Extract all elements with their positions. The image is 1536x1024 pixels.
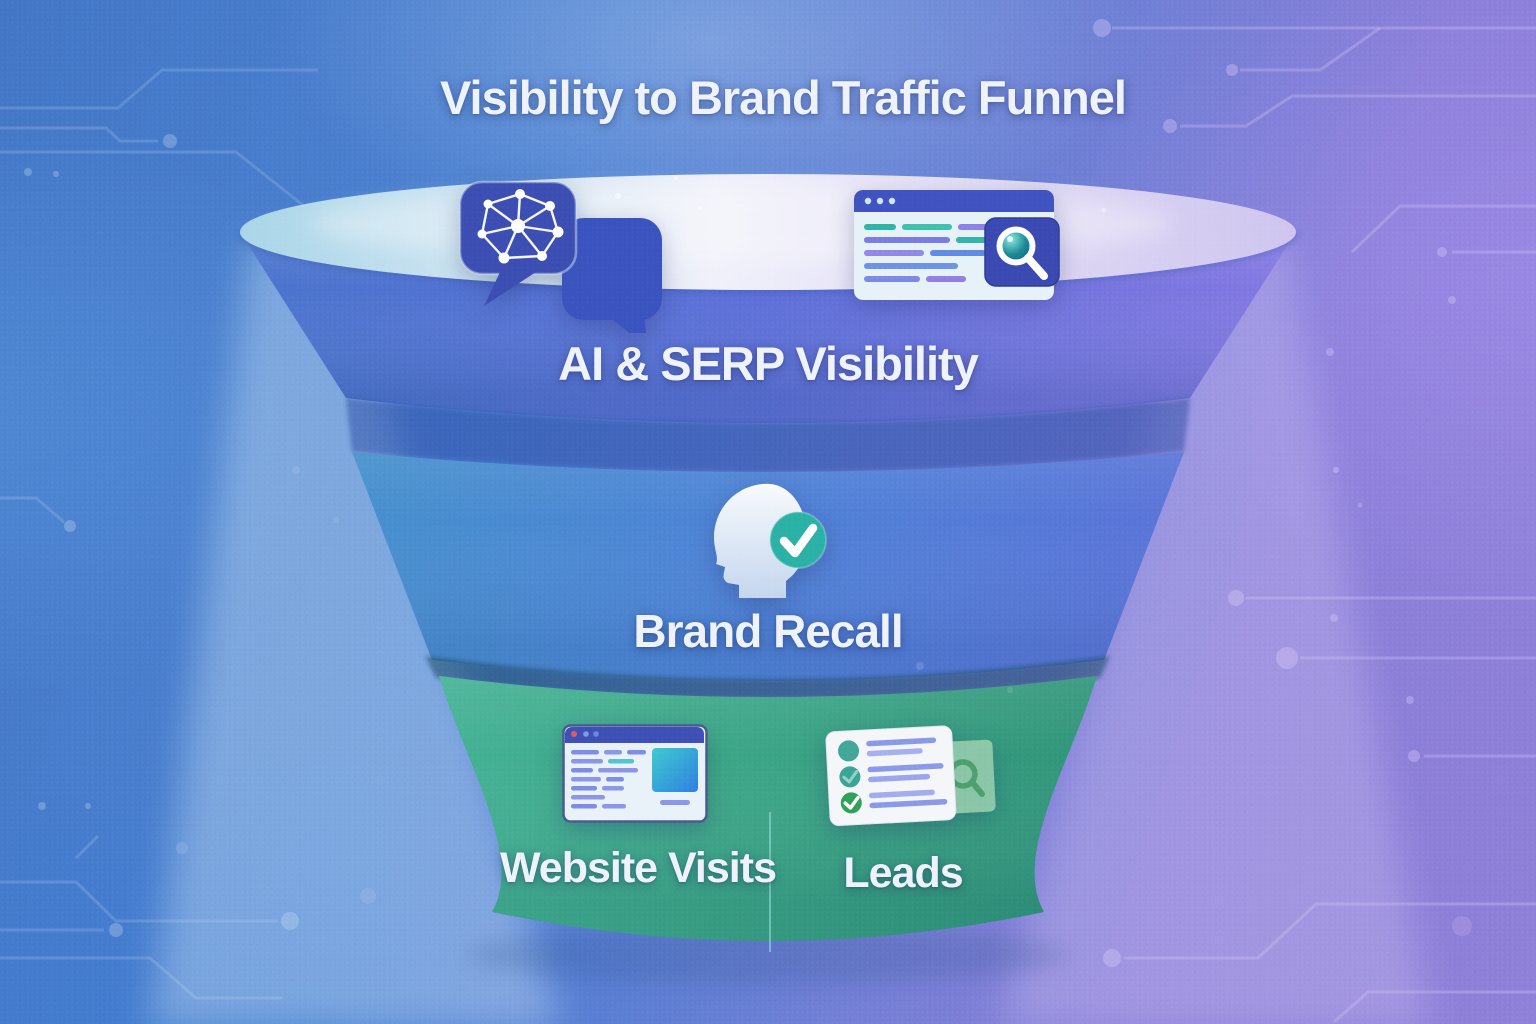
front-chat-bubble <box>458 180 578 306</box>
funnel-stage1-shade <box>240 232 1296 423</box>
check-mark <box>779 523 818 558</box>
window-dots <box>571 731 599 737</box>
network-nodes <box>477 189 564 264</box>
window-dots <box>864 197 896 205</box>
leads-card-icon <box>825 725 996 827</box>
hero-image-block <box>652 748 698 792</box>
stage2-label: Brand Recall <box>633 605 903 657</box>
checklist-bullets <box>838 740 862 814</box>
stage1-label: AI & SERP Visibility <box>558 337 979 390</box>
website-titlebar <box>565 727 704 743</box>
funnel-seam-1 <box>346 398 1190 472</box>
website-text-lines <box>571 750 646 809</box>
check-circle <box>769 511 827 569</box>
serp-text-lines <box>864 224 1002 282</box>
back-chat-bubble <box>562 218 662 333</box>
funnel-base-shadow <box>468 925 1068 985</box>
website-window-icon <box>562 724 708 823</box>
light-beam-left <box>150 235 559 1024</box>
funnel-seam-2 <box>425 656 1110 699</box>
page-title: Visibility to Brand Traffic Funnel <box>440 71 1127 124</box>
serp-search-icon <box>854 190 1060 300</box>
light-beam-right <box>1001 235 1429 1024</box>
checklist-lines <box>866 737 948 809</box>
head-silhouette <box>714 483 808 598</box>
magnifier-tile <box>984 217 1060 287</box>
chat-network-icon <box>458 180 662 333</box>
stage3-left-label: Website Visits <box>500 844 777 892</box>
head-check-icon <box>714 483 827 598</box>
stage3-right-label: Leads <box>843 849 963 897</box>
caption-line <box>660 800 690 805</box>
magnifier-handle <box>1024 254 1048 280</box>
serp-titlebar <box>854 190 1054 212</box>
